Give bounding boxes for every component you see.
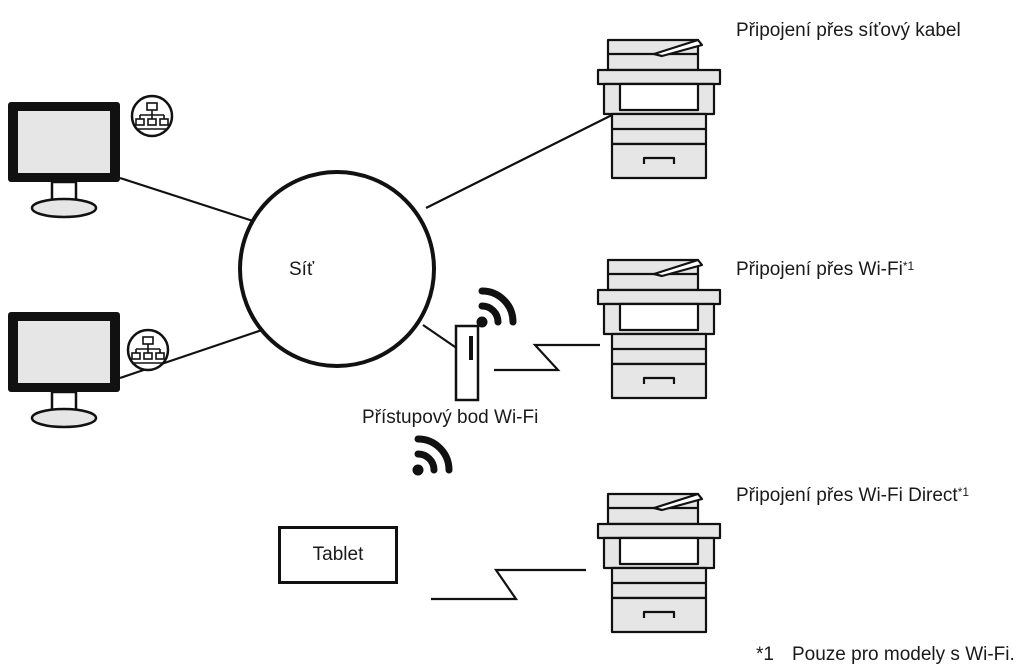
lan-network-icon — [130, 94, 174, 138]
footnote-text: Pouze pro modely s Wi-Fi. — [792, 644, 1015, 665]
network-label: Síť — [289, 259, 315, 280]
wifi-connection-label: Připojení přes Wi-Fi*1 — [736, 259, 914, 281]
network-circle — [238, 170, 436, 368]
printer-icon — [596, 38, 722, 180]
tablet-device: Tablet — [278, 526, 398, 584]
footnote-ref: *1 — [902, 259, 915, 273]
wifi-signal-icon — [477, 291, 514, 328]
footnote-ref: *1 — [957, 485, 970, 499]
computer-monitor-icon — [6, 310, 122, 429]
wifi-direct-connection-text: Připojení přes Wi-Fi Direct — [736, 485, 958, 506]
cable-connection-label: Připojení přes síťový kabel — [736, 20, 961, 41]
lan-network-icon — [126, 328, 170, 372]
footnote: *1 Pouze pro modely s Wi-Fi. — [756, 644, 1015, 666]
printer-icon — [596, 258, 722, 400]
access-point-label: Přístupový bod Wi-Fi — [362, 407, 539, 428]
computer-monitor-icon — [6, 100, 122, 219]
wifi-signal-icon — [413, 439, 450, 476]
printer-icon — [596, 492, 722, 634]
footnote-mark: *1 — [756, 644, 774, 665]
wifi-direct-connection-label: Připojení přes Wi-Fi Direct*1 — [736, 485, 969, 507]
wifi-connection-text: Připojení přes Wi-Fi — [736, 259, 903, 280]
access-point-icon — [454, 324, 480, 402]
tablet-label: Tablet — [312, 544, 364, 565]
